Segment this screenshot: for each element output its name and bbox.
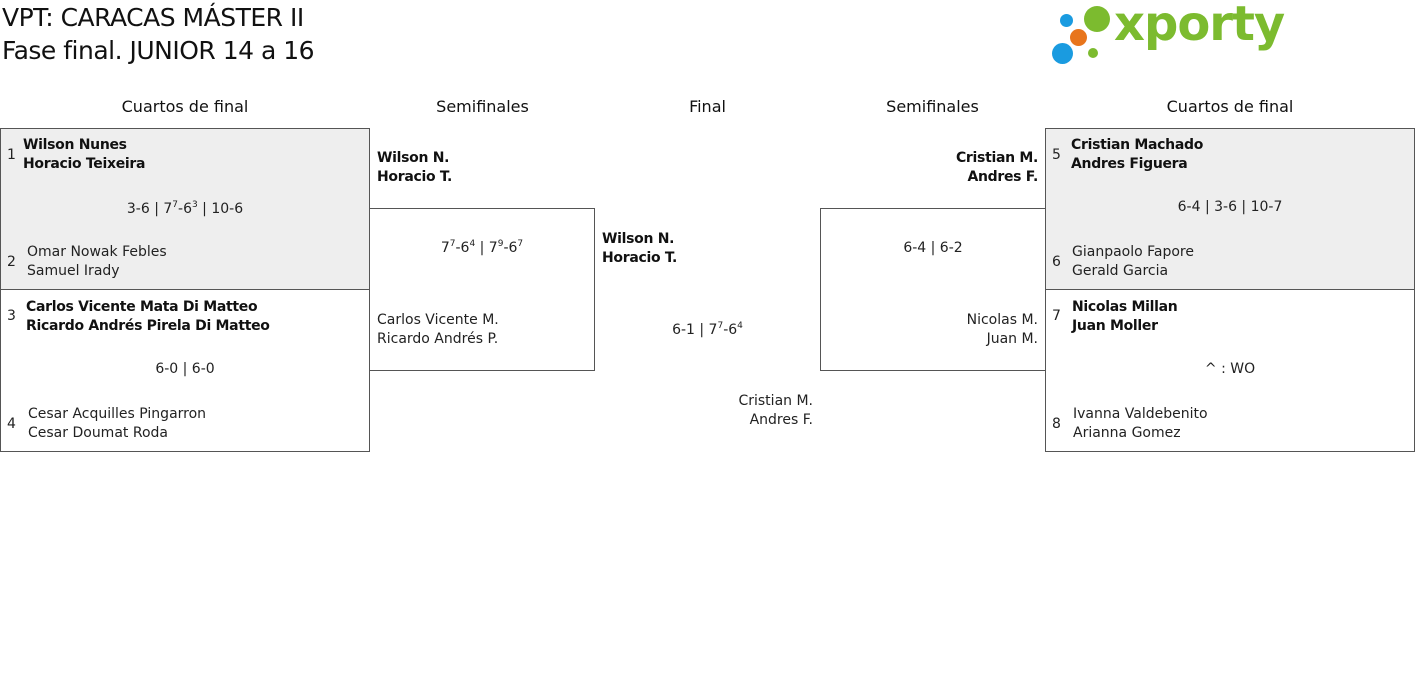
tournament-title: VPT: CARACAS MÁSTER II xyxy=(2,3,304,32)
logo-wordmark: xporty xyxy=(1114,0,1285,52)
player-name: Horacio T. xyxy=(377,169,453,185)
player-name: Gianpaolo Fapore xyxy=(1072,244,1194,260)
match-score: 3-6 | 77-63 | 10-6 xyxy=(126,200,244,218)
match-score: 6-4 | 3-6 | 10-7 xyxy=(1177,199,1283,215)
seed-number: 1 xyxy=(7,147,16,163)
player-name: Andres Figuera xyxy=(1071,156,1188,172)
player-name: Ricardo Andrés P. xyxy=(377,331,499,347)
round-header-right-semifinals: Semifinales xyxy=(886,97,979,116)
player-name: Omar Nowak Febles xyxy=(27,244,167,260)
match-score: ^ : WO xyxy=(1204,361,1256,377)
player-name: Ricardo Andrés Pirela Di Matteo xyxy=(26,318,270,334)
final-score: 6-1 | 77-64 xyxy=(672,321,743,339)
player-name: Horacio T. xyxy=(602,250,678,266)
player-name: Juan Moller xyxy=(1072,318,1158,334)
player-name: Horacio Teixeira xyxy=(23,156,146,172)
seed-number: 6 xyxy=(1052,254,1061,270)
player-name: Andres F. xyxy=(749,412,813,428)
round-header-left-semifinals: Semifinales xyxy=(436,97,529,116)
phase-subtitle: Fase final. JUNIOR 14 a 16 xyxy=(2,36,315,65)
player-name: Gerald Garcia xyxy=(1072,263,1169,279)
player-name: Nicolas M. xyxy=(966,312,1038,328)
player-name: Wilson Nunes xyxy=(23,137,127,153)
player-name: Andres F. xyxy=(967,169,1038,185)
player-name: Cesar Acquilles Pingarron xyxy=(28,406,207,422)
player-name: Arianna Gomez xyxy=(1073,425,1181,441)
round-header-final: Final xyxy=(689,97,726,116)
match-score: 6-0 | 6-0 xyxy=(155,361,215,377)
player-name: Wilson N. xyxy=(602,231,675,247)
seed-number: 4 xyxy=(7,416,16,432)
player-name: Ivanna Valdebenito xyxy=(1073,406,1208,422)
bracket: Cuartos de final Semifinales Final Semif… xyxy=(0,97,1415,452)
player-name: Cesar Doumat Roda xyxy=(28,425,168,441)
match-score: 77-64 | 79-67 xyxy=(440,239,524,257)
seed-number: 5 xyxy=(1052,147,1061,163)
match-score: 6-4 | 6-2 xyxy=(903,240,963,256)
player-name: Samuel Irady xyxy=(27,263,120,279)
player-name: Cristian Machado xyxy=(1071,137,1204,153)
match-left-semifinal xyxy=(369,208,595,371)
seed-number: 2 xyxy=(7,254,16,270)
match-right-qf-1 xyxy=(1045,128,1415,290)
round-header-right-quarterfinals: Cuartos de final xyxy=(1166,97,1294,116)
match-left-qf-1 xyxy=(0,128,370,290)
player-name: Carlos Vicente M. xyxy=(377,312,499,328)
seed-number: 7 xyxy=(1052,308,1061,324)
xporty-logo: xporty xyxy=(1052,0,1285,66)
round-header-left-quarterfinals: Cuartos de final xyxy=(121,97,249,116)
seed-number: 8 xyxy=(1052,416,1061,432)
player-name: Wilson N. xyxy=(377,150,450,166)
player-name: Cristian M. xyxy=(955,150,1038,166)
player-name: Juan M. xyxy=(986,331,1038,347)
player-name: Cristian M. xyxy=(738,393,813,409)
player-name: Nicolas Millan xyxy=(1072,299,1178,315)
seed-number: 3 xyxy=(7,308,16,324)
player-name: Carlos Vicente Mata Di Matteo xyxy=(26,299,258,315)
